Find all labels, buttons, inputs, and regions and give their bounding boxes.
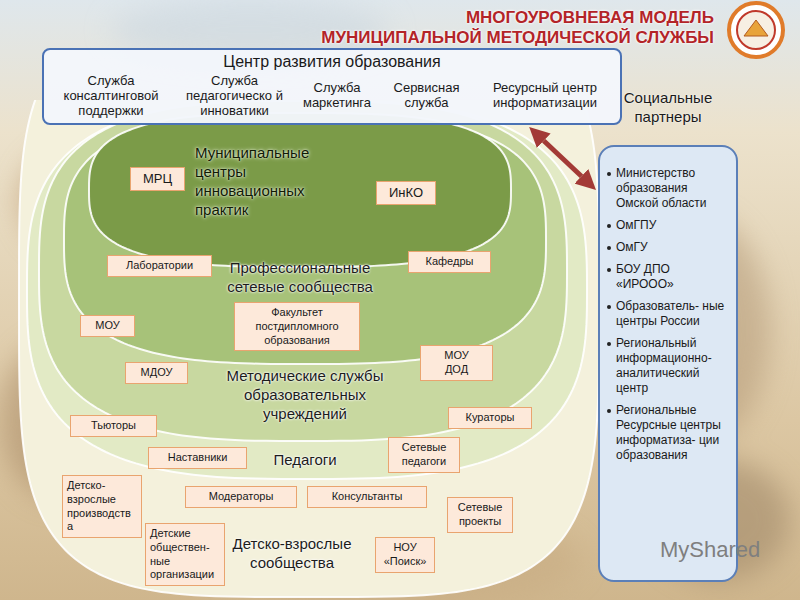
- partner-name: Региональный информационно- аналитически…: [616, 336, 729, 396]
- element-box: Сетевые проекты: [447, 497, 513, 533]
- element-label: МОУ ДОД: [439, 349, 474, 377]
- service-name: Служба консалтинговой поддержки: [50, 73, 172, 118]
- band-label: Детско-взрослые сообщества: [226, 534, 358, 572]
- element-label: МОУ: [85, 319, 130, 333]
- logo: [729, 3, 783, 57]
- band-outline: [19, 100, 599, 597]
- service-row: Служба консалтинговой поддержкиСлужба пе…: [48, 71, 616, 119]
- element-label: Кафедры: [413, 255, 486, 269]
- partner-item: Министерство образования Омской области: [607, 166, 729, 211]
- partner-item: БОУ ДПО «ИРООО»: [607, 262, 729, 292]
- partner-name: Региональные Ресурсные центры информатиз…: [616, 403, 729, 463]
- partner-name: ОмГПУ: [616, 218, 729, 233]
- slide-title: МНОГОУРОВНЕВАЯ МОДЕЛЬ МУНИЦИПАЛЬНОЙ МЕТО…: [320, 8, 714, 48]
- element-box: Детско- взрослые производств а: [62, 475, 142, 538]
- element-label: Сетевые проекты: [452, 501, 508, 529]
- bullet-dot: [607, 342, 611, 346]
- element-label: Детские обществен- ные организации: [150, 527, 220, 582]
- watermark: MyShared: [660, 537, 760, 563]
- level-band: Муниципальные центры инновационных практ…: [88, 100, 512, 268]
- band-outline: [27, 101, 587, 479]
- element-box: Кураторы: [448, 407, 532, 429]
- element-box: МОУ: [80, 315, 135, 337]
- element-box: ИнКО: [376, 181, 436, 205]
- service-name: Служба педагогическо й инноватики: [179, 73, 291, 118]
- element-box: Консультанты: [307, 486, 427, 508]
- element-box: МОУ ДОД: [420, 345, 493, 381]
- service-name: Служба маркетинга: [297, 80, 377, 110]
- partner-name: ОмГУ: [616, 240, 729, 255]
- partner-item: ОмГПУ: [607, 218, 729, 233]
- element-label: Факультет постдипломного образования: [239, 306, 355, 347]
- element-label: Сетевые педагоги: [393, 441, 455, 469]
- partner-name: Министерство образования Омской области: [616, 166, 729, 211]
- element-box: НОУ «Поиск»: [375, 537, 435, 573]
- element-label: Лаборатории: [112, 259, 207, 273]
- partner-item: Образователь- ные центры России: [607, 299, 729, 329]
- partners-panel: Социальные партнерыМинистерство образова…: [598, 86, 738, 582]
- element-label: Модераторы: [190, 490, 292, 504]
- band-label: Муниципальные центры инновационных практ…: [195, 143, 345, 219]
- element-box: Модераторы: [185, 486, 297, 508]
- band-label: Педагоги: [255, 450, 355, 469]
- box-heading: Центр развития образования: [48, 52, 616, 71]
- label-slot: Педагоги: [255, 450, 355, 469]
- bullet-dot: [607, 409, 611, 413]
- bullet-dot: [607, 246, 611, 250]
- band-outline: [89, 113, 511, 267]
- element-label: Консультанты: [312, 490, 422, 504]
- bullet-dot: [607, 224, 611, 228]
- element-label: ИнКО: [381, 185, 431, 201]
- element-box: Сетевые педагоги: [388, 437, 460, 473]
- service-name: Ресурсный центр информатизации: [476, 80, 614, 110]
- level-band: Методические службы образовательных учре…: [38, 100, 568, 442]
- element-label: МДОУ: [130, 366, 183, 380]
- panel-heading: Социальные партнеры: [598, 86, 738, 126]
- element-box: МДОУ: [125, 362, 188, 384]
- bullet-dot: [607, 268, 611, 272]
- title-slot: МНОГОУРОВНЕВАЯ МОДЕЛЬ МУНИЦИПАЛЬНОЙ МЕТО…: [320, 8, 714, 48]
- label-slot: MyShared: [660, 537, 760, 563]
- element-box: Кафедры: [408, 251, 491, 273]
- label-slot: Профессиональные сетевые сообщества: [210, 258, 390, 296]
- partner-item: Региональный информационно- аналитически…: [607, 336, 729, 396]
- element-box: Детские обществен- ные организации: [145, 523, 225, 586]
- element-label: НОУ «Поиск»: [380, 541, 430, 569]
- element-label: Детско- взрослые производств а: [67, 479, 137, 534]
- bullet-dot: [607, 172, 611, 176]
- element-label: МРЦ: [135, 171, 180, 187]
- element-box: Наставники: [148, 447, 247, 469]
- level-band: Детско-взрослые сообщества Педагоги Методи…: [18, 100, 600, 598]
- partner-name: БОУ ДПО «ИРООО»: [616, 262, 729, 292]
- service-name: Сервисная служба: [384, 80, 470, 110]
- band-outline: [39, 101, 567, 441]
- element-label: Кураторы: [453, 411, 527, 425]
- level-band: Профессиональные сетевые сообщества Муниц…: [63, 100, 547, 365]
- element-box: Тьюторы: [70, 415, 157, 437]
- level-band: Педагоги Методические службы образователь…: [26, 100, 588, 480]
- element-box: Лаборатории: [107, 255, 212, 277]
- partner-name: Образователь- ные центры России: [616, 299, 729, 329]
- band-label: Методические службы образовательных учре…: [200, 366, 410, 423]
- partner-item: ОмГУ: [607, 240, 729, 255]
- center-box: Центр развития образованияСлужба консалт…: [42, 48, 622, 125]
- element-label: Тьюторы: [75, 419, 152, 433]
- label-slot: Детско-взрослые сообщества: [226, 534, 358, 572]
- partner-item: Региональные Ресурсные центры информатиз…: [607, 403, 729, 463]
- element-box: МРЦ: [130, 167, 185, 191]
- partner-list: Министерство образования Омской областиО…: [607, 166, 729, 470]
- element-box: Факультет постдипломного образования: [234, 302, 360, 351]
- label-slot: Методические службы образовательных учре…: [200, 366, 410, 423]
- label-slot: Муниципальные центры инновационных практ…: [195, 143, 345, 219]
- element-label: Наставники: [153, 451, 242, 465]
- bullet-dot: [607, 305, 611, 309]
- band-label: Профессиональные сетевые сообщества: [210, 258, 390, 296]
